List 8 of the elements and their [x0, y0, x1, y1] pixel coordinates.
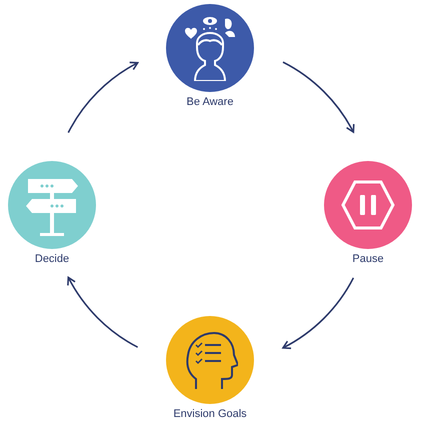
step-label: Pause: [352, 253, 384, 265]
curved-arrow: [68, 62, 138, 133]
step-label: Decide: [34, 253, 70, 265]
curved-arrow: [282, 61, 354, 133]
curved-arrow: [68, 276, 138, 348]
step-label: Envision Goals: [173, 408, 247, 420]
step-label: Be Aware: [186, 96, 234, 108]
curved-arrow: [282, 278, 354, 349]
